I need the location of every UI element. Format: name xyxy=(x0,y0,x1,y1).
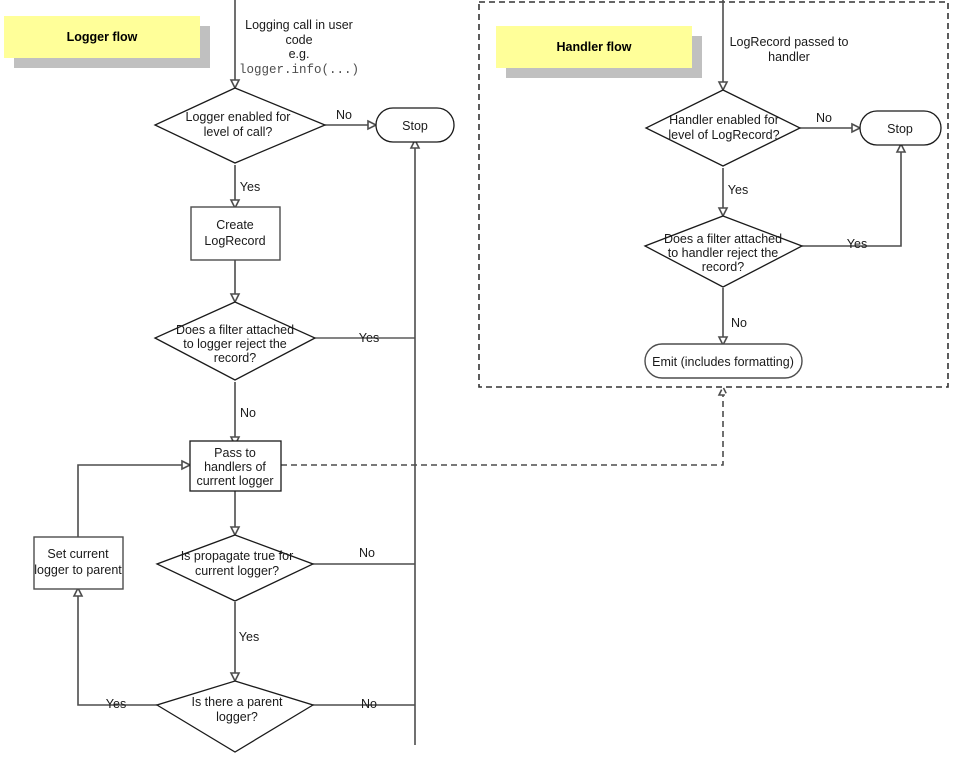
arrowhead-handler-yes xyxy=(717,207,729,218)
arrowhead-logger-yes xyxy=(229,199,241,210)
node-has-parent-line2: logger? xyxy=(216,710,258,724)
node-handler-enabled[interactable] xyxy=(644,89,802,167)
edge-label-logger-filter-no: No xyxy=(240,406,256,420)
edge-label-handler-enabled-yes: Yes xyxy=(728,183,748,197)
handler-flow-label-box xyxy=(496,26,692,68)
node-pass-to-handlers-line1: Pass to xyxy=(214,446,256,460)
arrowhead-has-parent-yes xyxy=(72,586,84,597)
node-stop-label: Stop xyxy=(402,119,428,133)
node-is-propagate[interactable] xyxy=(155,534,315,602)
node-handler-enabled-line1: Handler enabled for xyxy=(669,113,779,127)
edge-has-parent-yes xyxy=(77,596,157,706)
node-stop[interactable] xyxy=(375,107,455,143)
node-set-parent-line1: Set current xyxy=(47,547,109,561)
arrowhead-set-parent-loop xyxy=(181,459,192,471)
node-pass-to-handlers[interactable] xyxy=(189,440,282,492)
node-is-propagate-line1: Is propagate true for xyxy=(181,549,294,563)
node-handler-enabled-line2: level of LogRecord? xyxy=(668,128,779,142)
logger-entry-caption-line3: e.g. xyxy=(289,47,310,61)
arrowhead-pass-propagate xyxy=(229,526,241,537)
node-create-logrecord[interactable] xyxy=(190,206,281,261)
node-set-parent-line2: logger to parent xyxy=(34,563,122,577)
node-set-parent[interactable] xyxy=(33,536,124,590)
arrowhead-handler-filter-yes xyxy=(895,142,907,153)
handler-flow-group-border xyxy=(478,1,949,388)
node-has-parent-line1: Is there a parent xyxy=(191,695,283,709)
edge-label-logger-enabled-no: No xyxy=(336,108,352,122)
node-create-logrecord-line2: LogRecord xyxy=(204,234,265,248)
edge-set-parent-loop xyxy=(77,464,182,537)
node-emit-label: Emit (includes formatting) xyxy=(652,355,794,369)
node-handler-stop[interactable] xyxy=(859,110,942,146)
arrowhead-entry-logger xyxy=(229,79,241,90)
logger-entry-caption-line2: code xyxy=(285,33,312,47)
edge-label-logger-filter-yes: Yes xyxy=(359,331,379,345)
handler-entry-caption-line1: LogRecord passed to xyxy=(730,35,849,49)
node-pass-to-handlers-line3: current logger xyxy=(196,474,273,488)
node-logger-filter-line1: Does a filter attached xyxy=(176,323,294,337)
node-emit[interactable] xyxy=(644,343,803,379)
arrowhead-create-filter xyxy=(229,293,241,304)
arrowhead-to-handler-flow xyxy=(717,385,729,396)
node-logger-filter-line2: to logger reject the xyxy=(183,337,287,351)
handler-flow-title: Handler flow xyxy=(556,40,631,54)
edge-label-propagate-no: No xyxy=(359,546,375,560)
node-logger-enabled-line2: level of call? xyxy=(204,125,273,139)
handler-entry-caption-line2: handler xyxy=(768,50,810,64)
arrowhead-logger-no xyxy=(367,119,378,131)
edge-label-handler-filter-no: No xyxy=(731,316,747,330)
arrowhead-trunk-to-stop xyxy=(409,138,421,149)
edge-label-has-parent-no: No xyxy=(361,697,377,711)
node-create-logrecord-line1: Create xyxy=(216,218,254,232)
node-logger-filter-line3: record? xyxy=(214,351,256,365)
node-pass-to-handlers-line2: handlers of xyxy=(204,460,266,474)
node-handler-filter-line3: record? xyxy=(702,260,744,274)
edge-label-handler-enabled-no: No xyxy=(816,111,832,125)
node-handler-filter[interactable] xyxy=(643,215,804,288)
edge-label-logger-enabled-yes: Yes xyxy=(240,180,260,194)
arrowhead-handler-no xyxy=(851,122,862,134)
node-logger-enabled[interactable] xyxy=(153,87,327,164)
edge-pass-to-handler-flow xyxy=(281,395,724,466)
node-has-parent[interactable] xyxy=(155,680,315,753)
node-logger-enabled-line1: Logger enabled for xyxy=(186,110,291,124)
logger-entry-caption-line1: Logging call in user xyxy=(245,18,353,32)
edge-handler-filter-yes xyxy=(802,152,902,247)
edge-label-handler-filter-yes: Yes xyxy=(847,237,867,251)
edge-label-propagate-yes: Yes xyxy=(239,630,259,644)
node-logger-filter[interactable] xyxy=(153,301,317,381)
arrowhead-handler-filter-no xyxy=(717,336,729,347)
edge-label-has-parent-yes: Yes xyxy=(106,697,126,711)
logger-entry-caption-code: logger.info(...) xyxy=(239,63,359,77)
node-handler-stop-label: Stop xyxy=(887,122,913,136)
node-handler-filter-line2: to handler reject the xyxy=(668,246,779,260)
node-handler-filter-line1: Does a filter attached xyxy=(664,232,782,246)
logger-flow-label-box xyxy=(4,16,200,58)
node-is-propagate-line2: current logger? xyxy=(195,564,279,578)
arrowhead-propagate-yes xyxy=(229,672,241,683)
arrowhead-entry-handler xyxy=(717,81,729,92)
logger-flow-title: Logger flow xyxy=(67,30,138,44)
